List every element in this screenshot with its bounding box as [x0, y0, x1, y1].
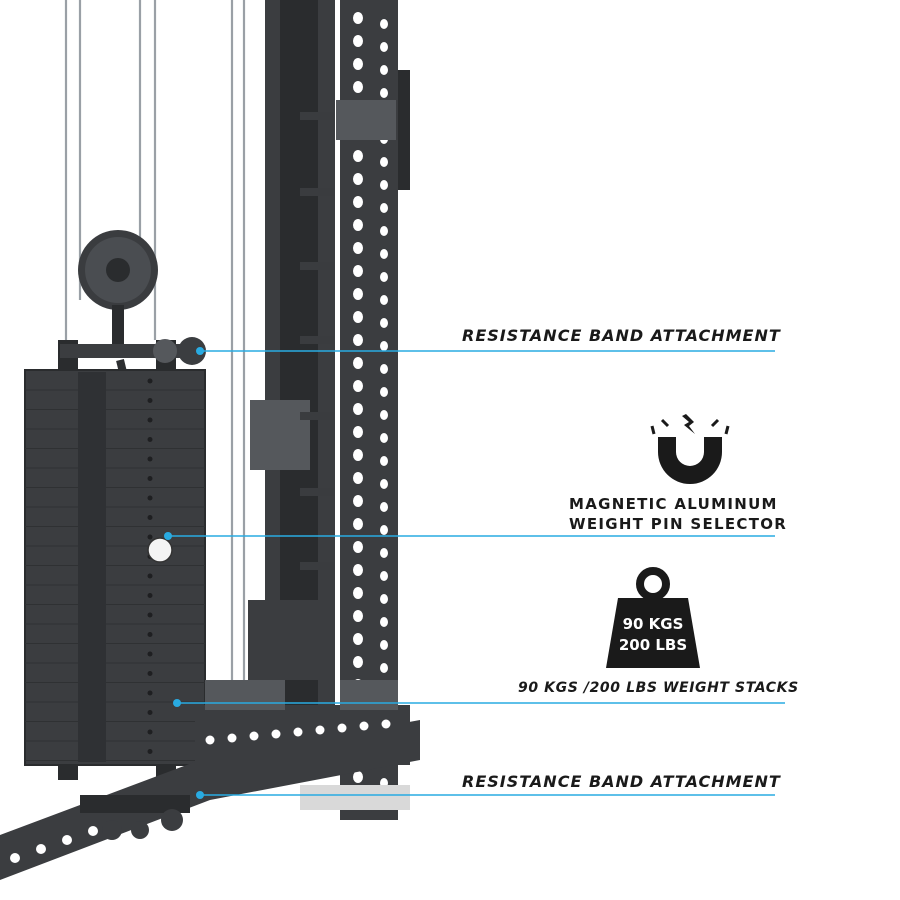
weight-stack: [24, 369, 206, 766]
base-frame: [0, 680, 420, 880]
callout-magnetic-line2: WEIGHT PIN SELECTOR: [569, 515, 788, 533]
callout-resistance-band-top: RESISTANCE BAND ATTACHMENT: [462, 326, 781, 345]
callout-weight-stack: 90 KGS /200 LBS WEIGHT STACKS: [518, 680, 799, 696]
callout-magnetic-line1: MAGNETIC ALUMINUM: [569, 495, 778, 513]
cables: [64, 0, 246, 690]
kettle-weight-icon: 90 KGS 200 LBS: [606, 567, 700, 668]
magnet-icon: [650, 414, 730, 484]
callout-magnetic-pin-selector: MAGNETIC ALUMINUM WEIGHT PIN SELECTOR: [569, 494, 787, 534]
pulley: [78, 230, 158, 345]
weight-icon-line2: 200 LBS: [619, 636, 687, 654]
rear-upright: [248, 0, 335, 710]
callout-pointers: [164, 347, 785, 799]
weight-icon-line1: 90 KGS: [623, 615, 684, 633]
callout-resistance-band-bottom: RESISTANCE BAND ATTACHMENT: [462, 772, 781, 791]
